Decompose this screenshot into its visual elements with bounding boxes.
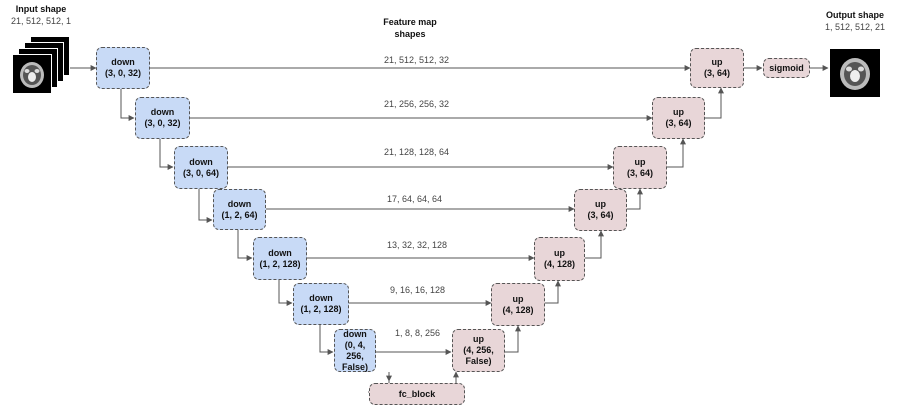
down-block-params: (1, 2, 128) xyxy=(300,304,342,314)
down-path-arrow-3 xyxy=(198,189,213,223)
fc-block-label: fc_block xyxy=(398,388,436,399)
down-block-label: down xyxy=(309,293,333,303)
feature-map-title-line2: shapes xyxy=(394,29,426,39)
down-block-params-line2: False) xyxy=(341,361,368,372)
up-block-label: up xyxy=(473,334,484,344)
down-block-params: (1, 2, 128) xyxy=(259,258,301,269)
feature-shape-1: 21, 256, 256, 32 xyxy=(384,99,450,109)
up-block-6: up (4, 256, False) xyxy=(452,329,505,372)
feature-shape-4: 13, 32, 32, 128 xyxy=(387,240,448,250)
output-scan xyxy=(829,48,881,98)
input-shape-value: 21, 512, 512, 1 xyxy=(10,16,72,26)
up-block-params: (4, 256, xyxy=(463,345,494,355)
down-path-arrow-4 xyxy=(237,230,253,261)
up-block-params: (4, 128) xyxy=(502,304,534,315)
down-block-label: down xyxy=(189,156,213,167)
down-block-1: down (3, 0, 32) xyxy=(135,97,190,139)
up-block-5: up (4, 128) xyxy=(491,283,545,326)
up-path-arrow-2 xyxy=(545,280,561,304)
down-path-arrow-6 xyxy=(319,325,334,355)
up-block-label: up xyxy=(512,293,524,304)
down-block-params: (3, 0, 32) xyxy=(144,118,181,128)
input-shape-title: Input shape xyxy=(15,4,67,14)
down-block-params: (0, 4, 256, xyxy=(344,339,366,361)
down-path-arrow-5 xyxy=(278,280,293,306)
up-block-params: (3, 64) xyxy=(626,167,653,178)
down-block-label: down xyxy=(111,57,135,67)
down-block-params: (3, 0, 32) xyxy=(104,68,142,78)
down-block-0: down (3, 0, 32) xyxy=(96,47,150,89)
up-block-params: (3, 64) xyxy=(665,118,692,128)
down-block-params: (1, 2, 64) xyxy=(221,209,258,220)
down-block-label: down xyxy=(343,328,367,339)
sigmoid-block: sigmoid xyxy=(763,58,810,78)
up-block-4: up (4, 128) xyxy=(534,237,585,281)
output-shape-value: 1, 512, 512, 21 xyxy=(824,22,886,32)
down-block-4: down (1, 2, 128) xyxy=(253,237,307,280)
down-block-3: down (1, 2, 64) xyxy=(213,189,266,230)
feature-shape-6: 1, 8, 8, 256 xyxy=(395,328,441,338)
feature-shape-5: 9, 16, 16, 128 xyxy=(390,285,446,295)
up-path-arrow-3 xyxy=(585,230,604,259)
up-block-label: up xyxy=(554,248,565,258)
up-path-arrow-4 xyxy=(627,188,643,210)
input-scan-front xyxy=(12,54,52,94)
up-block-1: up (3, 64) xyxy=(652,97,705,139)
feature-shape-0: 21, 512, 512, 32 xyxy=(384,55,450,65)
up-block-3: up (3, 64) xyxy=(574,189,627,231)
down-path-arrow-1 xyxy=(120,89,135,121)
up-path-arrow-5 xyxy=(667,138,686,168)
down-block-5: down (1, 2, 128) xyxy=(293,283,349,325)
down-block-6: down (0, 4, 256, False) xyxy=(334,329,376,372)
down-block-2: down (3, 0, 64) xyxy=(174,146,228,189)
up-block-label: up xyxy=(711,57,723,67)
sigmoid-label: sigmoid xyxy=(769,62,804,73)
fc-block: fc_block xyxy=(369,383,465,405)
up-block-params: (3, 64) xyxy=(703,68,730,78)
down-block-label: down xyxy=(227,198,252,209)
up-block-params-line2: False) xyxy=(465,356,492,366)
feature-map-title-line1: Feature map xyxy=(383,17,437,27)
down-block-label: down xyxy=(268,247,292,258)
up-block-params: (3, 64) xyxy=(587,210,614,220)
up-block-label: up xyxy=(595,199,606,209)
up-block-2: up (3, 64) xyxy=(613,146,667,189)
output-shape-title: Output shape xyxy=(826,10,884,20)
up-block-params: (4, 128) xyxy=(543,259,576,269)
up-block-label: up xyxy=(673,107,684,117)
down-path-arrow-2 xyxy=(159,139,174,170)
feature-shape-3: 17, 64, 64, 64 xyxy=(387,194,443,204)
up-block-label: up xyxy=(634,156,646,167)
up-path-arrow-1 xyxy=(505,325,521,353)
down-block-params: (3, 0, 64) xyxy=(182,167,220,178)
ct-scan-icon xyxy=(20,62,44,88)
feature-shape-2: 21, 128, 128, 64 xyxy=(384,147,450,157)
up-block-0: up (3, 64) xyxy=(690,48,744,88)
ct-scan-icon xyxy=(840,58,870,90)
up-path-arrow-6 xyxy=(705,87,724,119)
down-block-label: down xyxy=(150,107,175,117)
